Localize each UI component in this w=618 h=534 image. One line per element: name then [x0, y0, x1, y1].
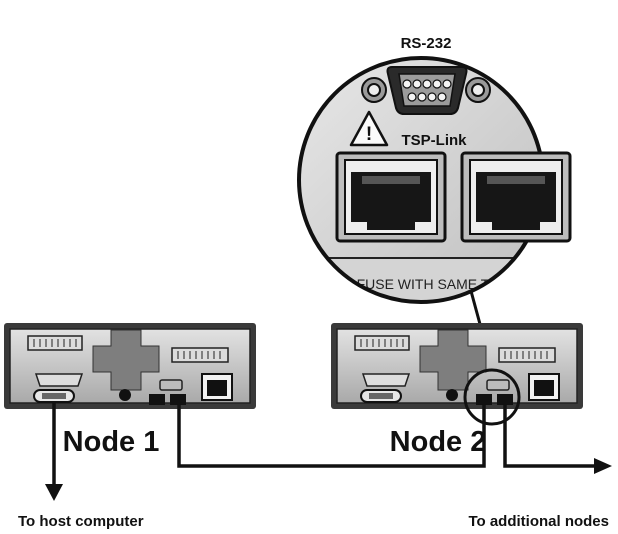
rs232-label: RS-232 — [401, 35, 452, 52]
svg-text:!: ! — [366, 124, 372, 145]
node-1-instrument — [4, 323, 256, 409]
tsplink-label: TSP-Link — [401, 132, 467, 149]
host-computer-label: To host computer — [18, 513, 144, 529]
tsp-link-cable — [177, 404, 486, 468]
warning-icon: ! — [349, 110, 389, 147]
port-highlight-circle — [463, 368, 521, 426]
tsplink-port-left — [335, 151, 447, 243]
rs232-screw-left — [361, 77, 387, 103]
host-cable — [45, 402, 63, 501]
node-2-label: Node 2 — [390, 426, 487, 458]
tsplink-port-right — [460, 151, 572, 243]
arrow-down-icon — [45, 484, 63, 501]
node-2-instrument — [331, 323, 583, 426]
zoom-callout: E FUSE WITH SAME TY RS-232 ! — [297, 35, 572, 304]
arrow-right-icon — [594, 458, 612, 474]
fuse-text: E FUSE WITH SAME TY — [343, 276, 499, 292]
node-1-label: Node 1 — [63, 426, 160, 458]
additional-nodes-label: To additional nodes — [468, 513, 609, 529]
rs232-port — [361, 66, 491, 115]
rs232-screw-right — [465, 77, 491, 103]
additional-node-cable — [503, 404, 612, 474]
